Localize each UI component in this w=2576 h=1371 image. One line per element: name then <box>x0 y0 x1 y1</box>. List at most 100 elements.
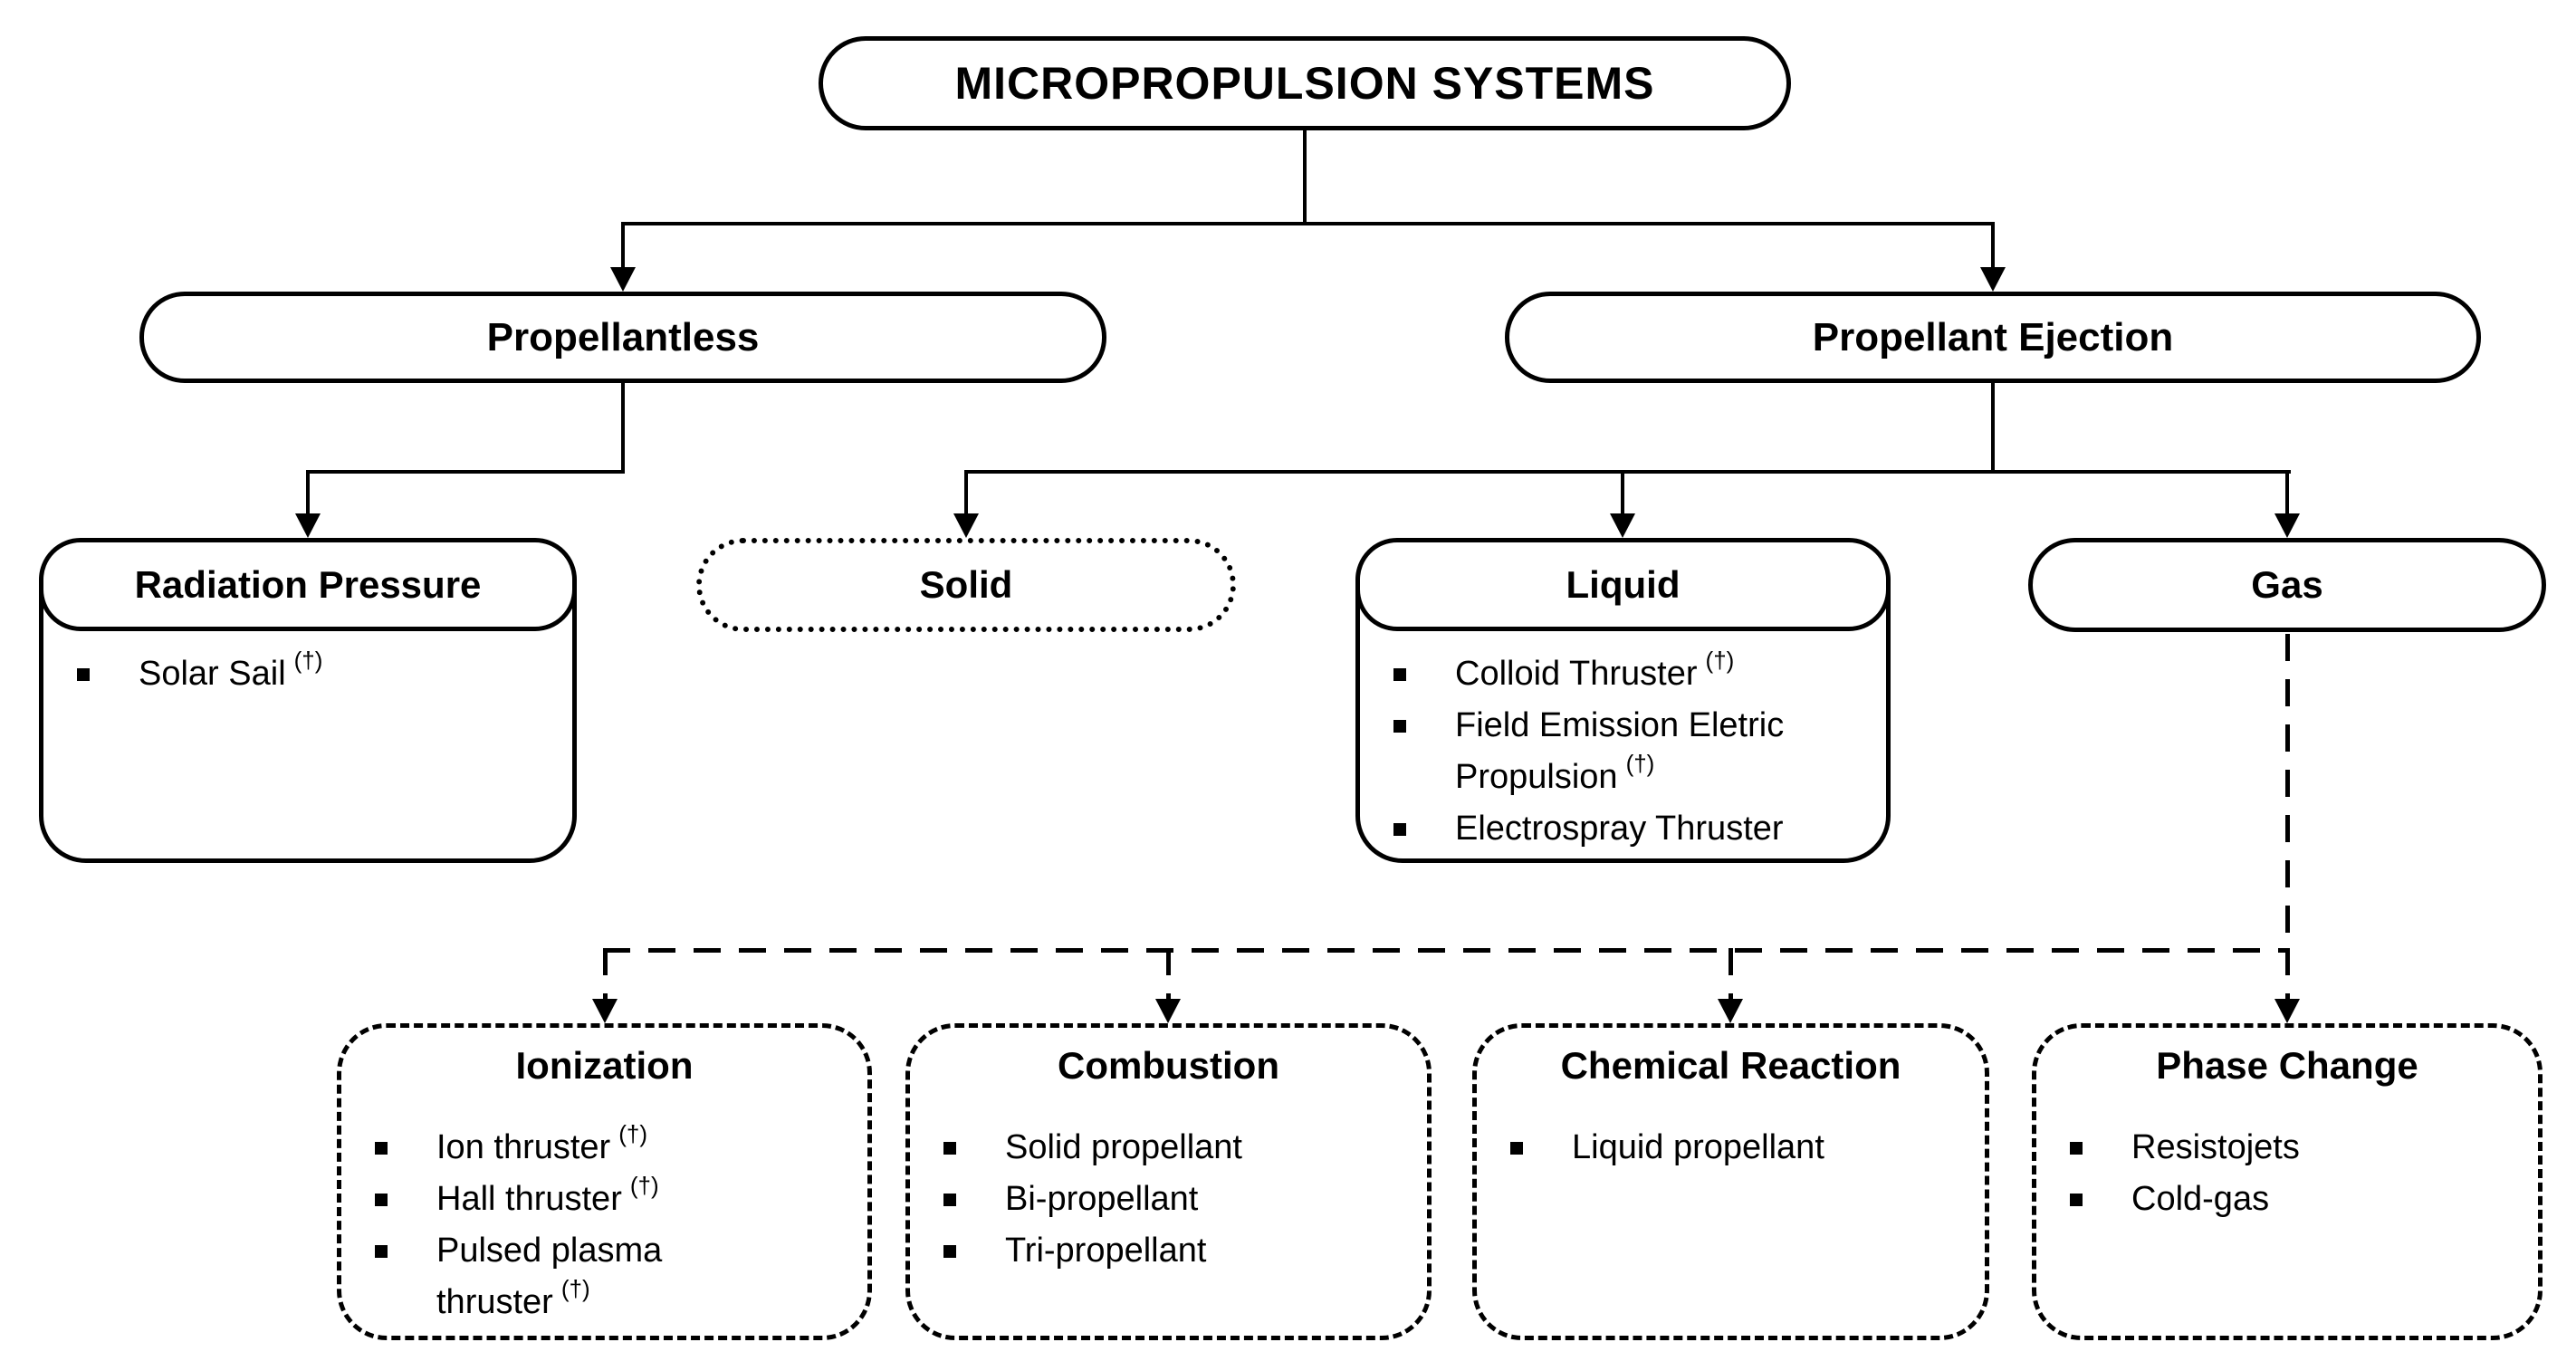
node-solid: Solid <box>696 538 1236 632</box>
node-label: Propellantless <box>486 314 760 360</box>
item-text: Pulsed plasma thruster <box>436 1232 663 1321</box>
square-bullet-icon <box>943 1194 956 1206</box>
node-label: Combustion <box>1058 1044 1279 1087</box>
node-liquid: Liquid Colloid Thruster(†) Field Emissio… <box>1355 538 1891 863</box>
node-label: Propellant Ejection <box>1812 314 2174 360</box>
arrowhead-ionization <box>592 999 618 1023</box>
list-item: Pulsed plasma thruster(†) <box>375 1225 867 1328</box>
connector-level1-bar <box>621 222 1995 225</box>
arrowhead-solid <box>953 513 979 538</box>
square-bullet-icon <box>1393 668 1406 681</box>
list-item: Solid propellant <box>943 1122 1427 1174</box>
arrowhead-phase-change <box>2274 999 2300 1023</box>
connector-right-bar <box>964 470 2291 474</box>
dagger-note: (†) <box>293 647 323 675</box>
item-text: Cold-gas <box>2131 1180 2270 1218</box>
node-label: Phase Change <box>2156 1044 2418 1087</box>
node-phase-change: Phase Change Resistojets Cold-gas <box>2032 1023 2542 1340</box>
arrowhead-chemical-reaction <box>1718 999 1743 1023</box>
connector-to-phase-change <box>2285 948 2290 1001</box>
square-bullet-icon <box>375 1142 388 1155</box>
node-micropropulsion-systems: MICROPROPULSION SYSTEMS <box>819 36 1791 130</box>
node-label: Solid <box>919 563 1013 606</box>
list-item: Liquid propellant <box>1510 1122 1985 1174</box>
arrowhead-propellantless <box>610 267 636 292</box>
node-radiation-pressure-header: Radiation Pressure <box>39 538 577 631</box>
dagger-note: (†) <box>629 1172 659 1200</box>
node-radiation-pressure: Radiation Pressure Solar Sail(†) <box>39 538 577 863</box>
dagger-note: (†) <box>560 1275 590 1303</box>
node-label: Chemical Reaction <box>1560 1044 1901 1087</box>
dagger-note: (†) <box>1625 750 1655 778</box>
connector-root-stem <box>1303 129 1307 224</box>
node-label: Radiation Pressure <box>134 562 482 606</box>
arrowhead-radiation-pressure <box>295 513 321 538</box>
ionization-list: Ion thruster(†) Hall thruster(†) Pulsed … <box>341 1122 867 1328</box>
item-text: Electrospray Thruster <box>1455 810 1784 848</box>
square-bullet-icon <box>2070 1194 2083 1206</box>
arrowhead-liquid <box>1610 513 1635 538</box>
square-bullet-icon <box>1510 1142 1523 1155</box>
connector-to-propellantless <box>621 222 625 270</box>
item-text: Tri-propellant <box>1005 1232 1207 1270</box>
connector-to-combustion <box>1166 948 1171 1001</box>
list-item: Field Emission Eletric Propulsion(†) <box>1393 700 1886 803</box>
item-text: Liquid propellant <box>1572 1128 1824 1166</box>
square-bullet-icon <box>375 1245 388 1258</box>
arrowhead-propellant-ejection <box>1980 267 2006 292</box>
dagger-note: (†) <box>1705 647 1735 675</box>
connector-propellant-ejection-stem <box>1991 381 1995 474</box>
square-bullet-icon <box>943 1245 956 1258</box>
list-item: Ion thruster(†) <box>375 1122 867 1174</box>
list-item: Hall thruster(†) <box>375 1174 867 1225</box>
combustion-list: Solid propellant Bi-propellant Tri-prope… <box>910 1122 1427 1277</box>
connector-to-gas <box>2285 470 2289 517</box>
node-chemical-reaction: Chemical Reaction Liquid propellant <box>1472 1023 1989 1340</box>
node-combustion: Combustion Solid propellant Bi-propellan… <box>905 1023 1432 1340</box>
node-label: Liquid <box>1566 562 1681 606</box>
connector-level3-bar-dashed <box>603 948 2289 953</box>
list-item: Colloid Thruster(†) <box>1393 648 1886 700</box>
list-item: Tri-propellant <box>943 1225 1427 1277</box>
radiation-pressure-list: Solar Sail(†) <box>43 648 572 700</box>
square-bullet-icon <box>77 668 90 681</box>
list-item: Solar Sail(†) <box>77 648 572 700</box>
node-label: MICROPROPULSION SYSTEMS <box>954 58 1655 109</box>
list-item: Resistojets <box>2070 1122 2538 1174</box>
list-item: Electrospray Thruster <box>1393 803 1886 855</box>
list-item: Cold-gas <box>2070 1174 2538 1225</box>
item-text: Solid propellant <box>1005 1128 1242 1166</box>
arrowhead-combustion <box>1155 999 1181 1023</box>
item-text: Ion thruster <box>436 1128 611 1166</box>
connector-to-propellant-ejection <box>1991 222 1995 270</box>
node-label: Gas <box>2251 563 2323 606</box>
connector-propellantless-stem <box>621 381 625 474</box>
chemical-reaction-list: Liquid propellant <box>1477 1122 1985 1174</box>
square-bullet-icon <box>1393 720 1406 733</box>
square-bullet-icon <box>943 1142 956 1155</box>
item-text: Solar Sail <box>139 655 286 693</box>
connector-to-liquid <box>1621 470 1624 517</box>
square-bullet-icon <box>375 1194 388 1206</box>
arrowhead-gas <box>2274 513 2300 538</box>
item-text: Field Emission Eletric Propulsion <box>1455 706 1785 796</box>
item-text: Resistojets <box>2131 1128 2300 1166</box>
connector-to-solid <box>964 470 968 517</box>
node-liquid-header: Liquid <box>1355 538 1891 631</box>
node-propellant-ejection: Propellant Ejection <box>1505 292 2481 383</box>
connector-to-chemical-reaction <box>1729 948 1733 1001</box>
square-bullet-icon <box>1393 823 1406 836</box>
connector-to-ionization <box>603 948 608 1001</box>
dagger-note: (†) <box>618 1120 647 1148</box>
connector-to-radiation-pressure <box>306 470 310 517</box>
node-ionization: Ionization Ion thruster(†) Hall thruster… <box>337 1023 872 1340</box>
connector-left-bar <box>306 470 625 474</box>
item-text: Colloid Thruster <box>1455 655 1698 693</box>
node-label: Ionization <box>515 1044 694 1087</box>
connector-gas-stem-dashed <box>2285 634 2290 953</box>
liquid-list: Colloid Thruster(†) Field Emission Eletr… <box>1360 648 1886 855</box>
phase-change-list: Resistojets Cold-gas <box>2036 1122 2538 1225</box>
square-bullet-icon <box>2070 1142 2083 1155</box>
list-item: Bi-propellant <box>943 1174 1427 1225</box>
